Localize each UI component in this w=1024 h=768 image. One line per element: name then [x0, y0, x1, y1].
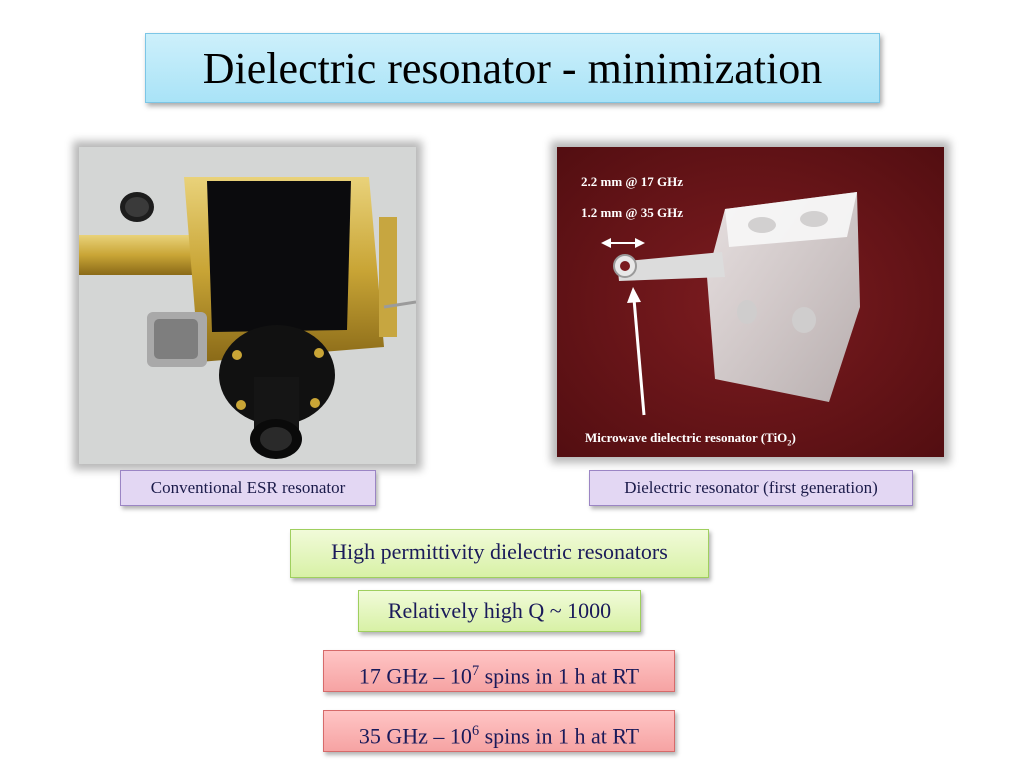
spins-35ghz-box: 35 GHz – 106 spins in 1 h at RT — [323, 710, 675, 752]
spins-17ghz-exponent: 7 — [471, 663, 480, 679]
spins-35ghz-prefix: 35 GHz – 10 — [358, 723, 472, 749]
dielectric-resonator-image — [557, 147, 944, 457]
q-factor-text: Relatively high Q ~ 1000 — [387, 598, 612, 623]
dielectric-resonator-caption: Dielectric resonator (first generation) — [589, 470, 913, 506]
slide-title: Dielectric resonator - minimization — [202, 44, 823, 93]
conventional-resonator-image — [79, 147, 416, 464]
resonator-arrow-label-end: ) — [791, 430, 796, 445]
resonator-arrow-label: Microwave dielectric resonator (TiO2) — [585, 430, 796, 448]
conventional-resonator-caption: Conventional ESR resonator — [120, 470, 376, 506]
spins-17ghz-suffix: spins in 1 h at RT — [479, 663, 640, 689]
resonator-arrow-label-subscript: 2 — [787, 437, 792, 448]
spins-35ghz-suffix: spins in 1 h at RT — [479, 723, 640, 749]
dielectric-resonator-photo: 2.2 mm @ 17 GHz 1.2 mm @ 35 GHz Microwav… — [557, 147, 944, 457]
permittivity-text: High permittivity dielectric resonators — [331, 539, 668, 564]
conventional-resonator-caption-text: Conventional ESR resonator — [150, 478, 346, 497]
conventional-resonator-photo — [79, 147, 416, 464]
permittivity-box: High permittivity dielectric resonators — [290, 529, 709, 578]
spins-17ghz-box: 17 GHz – 107 spins in 1 h at RT — [323, 650, 675, 692]
size-label-35ghz: 1.2 mm @ 35 GHz — [581, 205, 683, 220]
spins-35ghz-exponent: 6 — [471, 723, 480, 739]
size-label-17ghz: 2.2 mm @ 17 GHz — [581, 174, 683, 189]
spins-17ghz-prefix: 17 GHz – 10 — [358, 663, 472, 689]
dielectric-resonator-caption-text: Dielectric resonator (first generation) — [624, 478, 878, 497]
q-factor-box: Relatively high Q ~ 1000 — [358, 590, 641, 632]
resonator-arrow-label-text: Microwave dielectric resonator (TiO — [585, 430, 788, 445]
title-box: Dielectric resonator - minimization — [145, 33, 880, 103]
